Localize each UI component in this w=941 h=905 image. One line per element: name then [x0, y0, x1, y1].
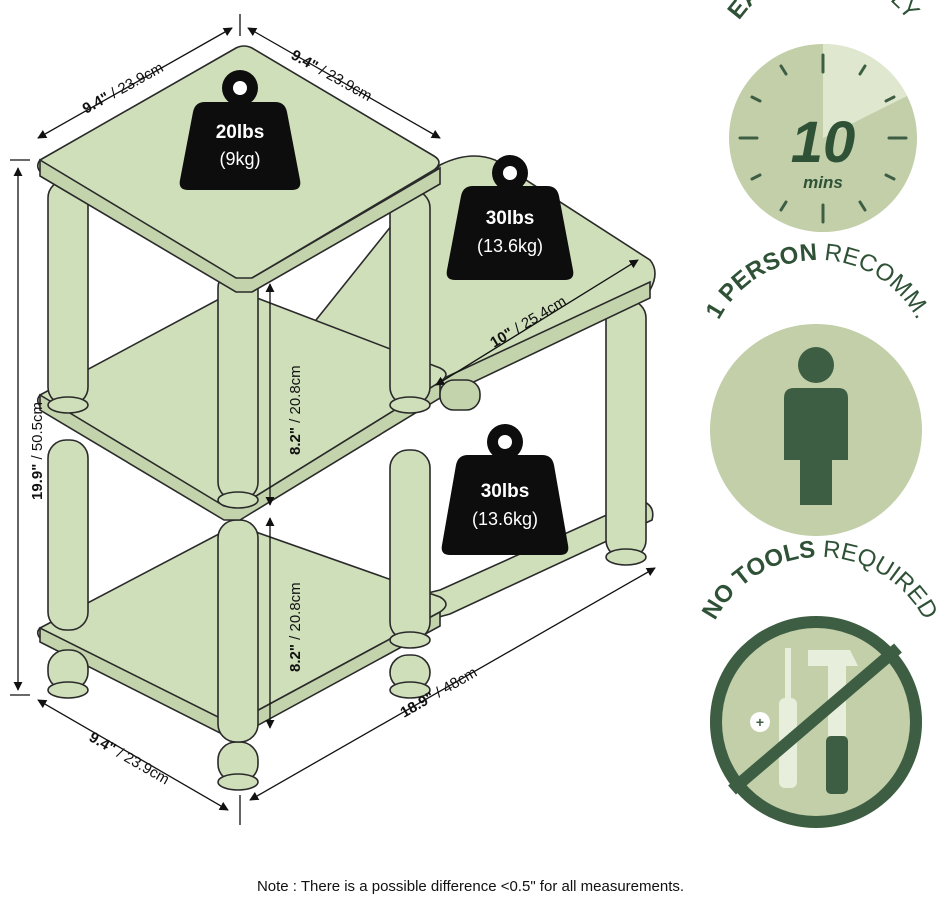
measurement-note: Note : There is a possible difference <0… — [256, 878, 685, 895]
weight-top-lbs: 20lbs — [216, 122, 265, 143]
badge-tools-title: NO TOOLS REQUIRED — [697, 536, 941, 624]
leg-front-lower — [217, 519, 259, 743]
shelf-unit — [36, 45, 656, 791]
dim-lower-gap: 8.2" / 20.8cm — [287, 582, 304, 672]
assembly-unit: mins — [803, 173, 843, 192]
weight-bottom-kg: (13.6kg) — [472, 509, 538, 529]
badge-person-title: 1 PERSON RECOMM. — [700, 239, 935, 324]
no-tools-icon: + — [728, 643, 902, 795]
badge-one-person: 1 PERSON RECOMM. — [700, 239, 936, 536]
dim-height-total: 19.9" / 50.5cm — [29, 402, 46, 500]
person-icon — [784, 347, 848, 505]
weight-bottom-lbs: 30lbs — [481, 481, 530, 502]
side-leg-back — [605, 299, 647, 559]
svg-text:+: + — [756, 714, 764, 730]
badge-easy-assembly: EASY ASSEMBLY 10 mins — [722, 0, 925, 232]
dimension-lines — [10, 14, 656, 825]
weight-bottom: 30lbs (13.6kg) — [441, 424, 569, 555]
assembly-minutes: 10 — [791, 110, 856, 175]
badge-no-tools: NO TOOLS REQUIRED + — [697, 536, 941, 828]
weight-side: 30lbs (13.6kg) — [446, 155, 574, 280]
weight-side-kg: (13.6kg) — [477, 236, 543, 256]
leg-front-upper — [217, 269, 259, 501]
dim-base-width: 9.4" / 23.9cm — [86, 729, 172, 789]
weight-top-kg: (9kg) — [219, 149, 260, 169]
dim-upper-gap: 8.2" / 20.8cm — [287, 365, 304, 455]
weight-side-lbs: 30lbs — [486, 208, 535, 229]
clock-icon — [738, 53, 908, 224]
badge-assembly-title: EASY ASSEMBLY — [722, 0, 924, 24]
